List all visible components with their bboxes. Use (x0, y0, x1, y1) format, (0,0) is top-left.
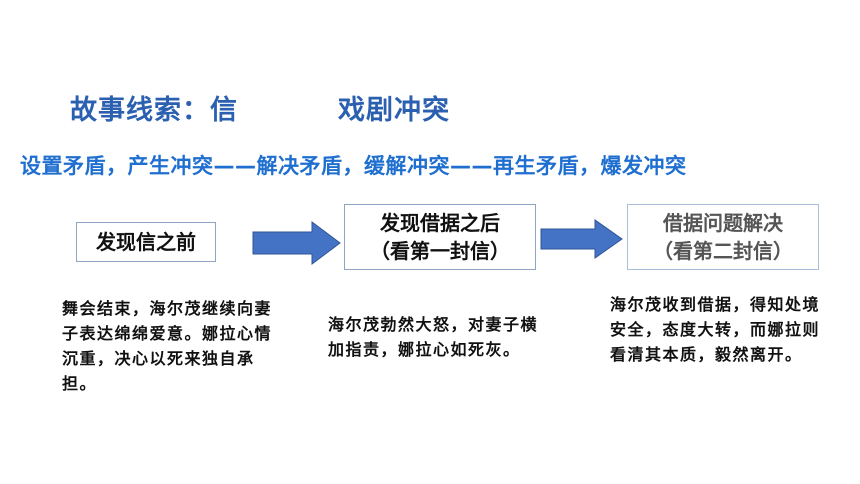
stage-box-label: 发现信之前 (96, 230, 196, 254)
stage-box-before-letter: 发现信之前 (76, 222, 216, 262)
stage-box-label: 借据问题解决 (663, 211, 783, 235)
right-arrow-icon (540, 219, 623, 259)
stage-box-label: 发现借据之后 (380, 211, 500, 235)
stage-box-receipt-resolved: 借据问题解决 （看第二封信） (627, 204, 819, 270)
stage-box-sublabel: （看第一封信） (370, 239, 510, 263)
stage-box-after-receipt: 发现借据之后 （看第一封信） (344, 204, 536, 270)
right-arrow-icon (252, 221, 341, 265)
stage-description-2: 海尔茂勃然大怒，对妻子横加指责，娜拉心如死灰。 (328, 315, 539, 359)
stage-box-sublabel: （看第二封信） (653, 239, 793, 263)
title-story-clue: 故事线索：信 (70, 95, 238, 126)
conflict-sequence-subtitle: 设置矛盾，产生冲突——解决矛盾，缓解冲突——再生矛盾，爆发冲突 (20, 154, 687, 178)
stage-description-1: 舞会结束，海尔茂继续向妻子表达绵绵爱意。娜拉心情沉重，决心以死来独自承担。 (62, 299, 273, 393)
stage-description-3: 海尔茂收到借据，得知处境安全，态度大转，而娜拉则看清其本质，毅然离开。 (610, 295, 821, 364)
title-dramatic-conflict: 戏剧冲突 (338, 95, 450, 126)
